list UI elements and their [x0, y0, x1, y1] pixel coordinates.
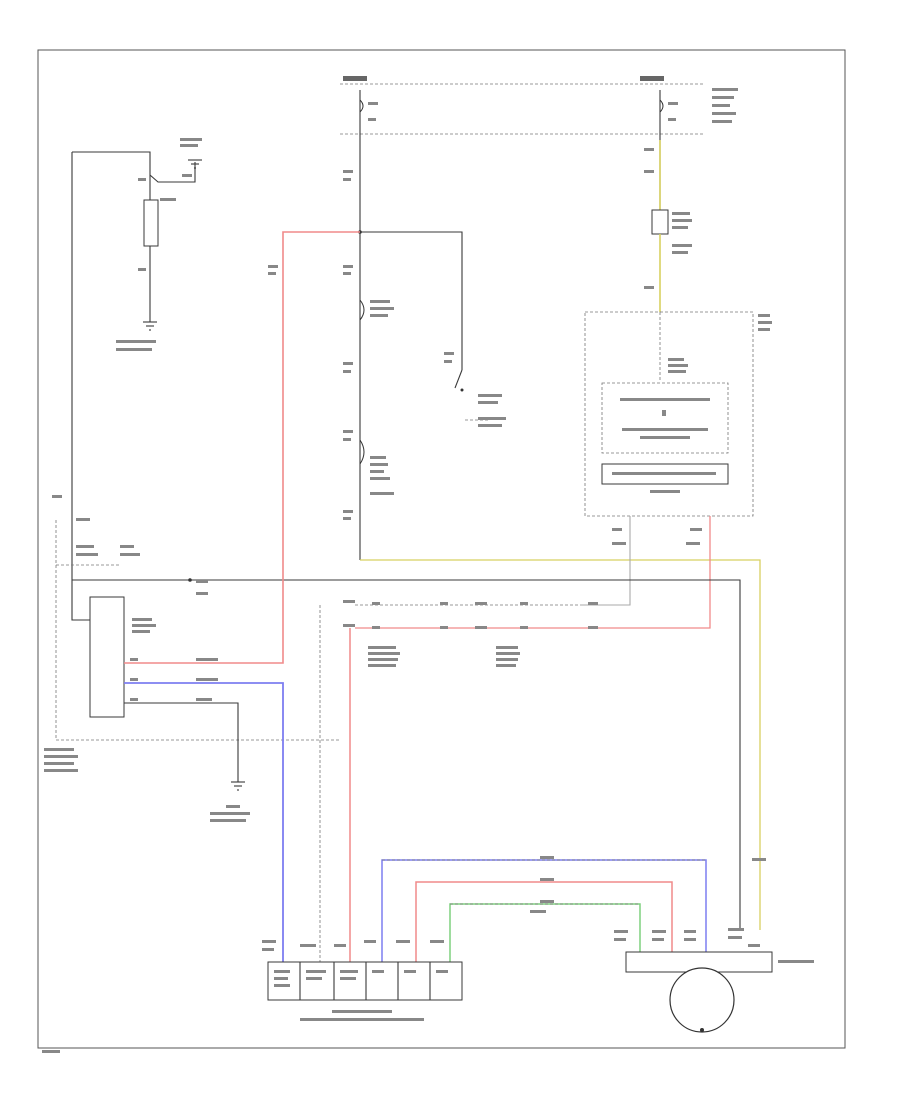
junction-block-left [44, 520, 340, 772]
ground-icon [231, 781, 245, 791]
switch-icon [343, 170, 394, 520]
wire-branch-switch [360, 231, 463, 370]
fuse-icon [659, 90, 678, 121]
motor-assembly [614, 928, 814, 1033]
fuse-block-top [340, 76, 738, 135]
wire-blue-left [124, 682, 284, 962]
sensor-resistor [72, 138, 202, 351]
ground-icon [188, 159, 202, 169]
ground-icon [143, 321, 157, 331]
wire-red-signal [415, 881, 673, 962]
page-number-mark [42, 1050, 60, 1053]
motor-icon [669, 967, 735, 1033]
control-unit-left [89, 596, 156, 718]
wire-black-horizontal [72, 579, 741, 930]
wire-left-vertical [71, 152, 90, 621]
control-module [584, 311, 772, 517]
connector-row [343, 600, 598, 667]
wire-module-out-red [580, 516, 711, 629]
wire-yellow-bottom [360, 559, 761, 930]
wire-red-left [124, 231, 360, 664]
relay-icon [651, 209, 692, 254]
fuse-icon [359, 90, 378, 121]
wire-ground-lead [124, 702, 239, 782]
diagram-frame [37, 49, 846, 1049]
bottom-connector [262, 940, 463, 1021]
switch-icon [444, 352, 506, 427]
